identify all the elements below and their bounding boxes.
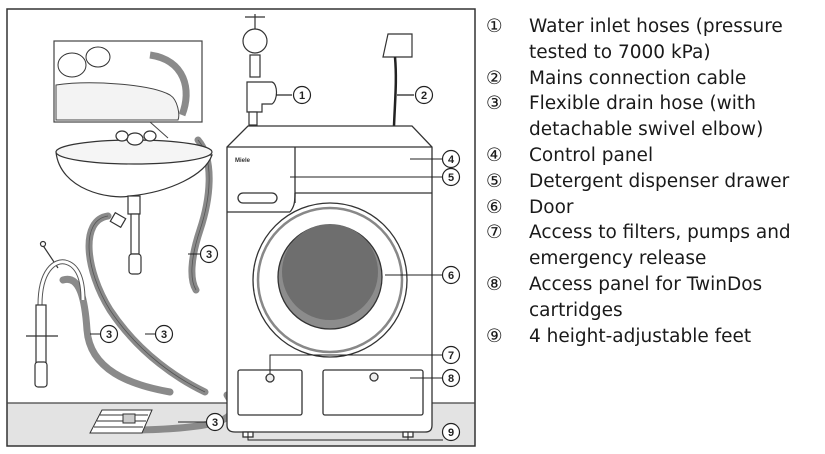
callout-3: 3 — [205, 412, 225, 432]
standpipe — [26, 240, 86, 388]
legend-item: ⑨ 4 height-adjustable feet — [486, 324, 816, 350]
callout-3: 3 — [99, 324, 119, 344]
svg-text:9: 9 — [448, 427, 454, 439]
washing-machine-diagram: Miele 1 2 3 3 3 3 4 5 6 7 8 9 — [6, 8, 476, 447]
svg-text:6: 6 — [448, 270, 454, 282]
legend-number: ⑦ — [486, 222, 503, 244]
diagram-frame — [6, 8, 476, 447]
floor-drain — [89, 409, 153, 434]
legend-text: Detergent dispenser drawer — [529, 170, 790, 192]
callout-5: 5 — [441, 167, 461, 187]
callout-8: 8 — [441, 368, 461, 388]
legend-item: ⑧ Access panel for TwinDos cartridges — [486, 272, 816, 324]
legend-text: Access to filters, pumps and emergency r… — [529, 222, 791, 270]
legend-number: ① — [486, 16, 503, 37]
callout-6: 6 — [441, 265, 461, 285]
svg-text:5: 5 — [448, 172, 454, 184]
legend-text: Water inlet hoses (pressure tested to 70… — [529, 16, 783, 63]
legend-text: Mains connection cable — [529, 67, 747, 89]
callout-4: 4 — [441, 149, 461, 169]
sink — [55, 130, 213, 275]
svg-text:7: 7 — [448, 350, 454, 362]
brand-logo: Miele — [235, 158, 251, 164]
legend-number: ⑤ — [486, 170, 503, 192]
svg-text:3: 3 — [212, 417, 218, 429]
legend-item: ⑥ Door — [486, 195, 816, 221]
legend-text: Door — [529, 196, 574, 218]
power-socket — [382, 33, 414, 127]
svg-text:2: 2 — [421, 90, 427, 102]
callout-2: 2 — [414, 85, 434, 105]
legend-item: ④ Control panel — [486, 143, 816, 169]
svg-text:8: 8 — [448, 373, 454, 385]
svg-text:3: 3 — [106, 329, 112, 341]
legend-item: ⑤ Detergent dispenser drawer — [486, 169, 816, 195]
parts-legend: ① Water inlet hoses (pressure tested to 7… — [486, 14, 816, 349]
sink-detail-inset — [53, 40, 203, 139]
svg-text:3: 3 — [206, 249, 212, 261]
legend-number: ③ — [486, 93, 503, 115]
legend-item: ⑦ Access to filters, pumps and emergency … — [486, 220, 816, 272]
detergent-drawer-handle — [237, 192, 278, 204]
callout-3: 3 — [154, 324, 174, 344]
callout-1: 1 — [292, 85, 312, 105]
legend-number: ② — [486, 67, 503, 89]
legend-item: ② Mains connection cable — [486, 66, 816, 92]
legend-text: 4 height-adjustable feet — [529, 325, 752, 347]
legend-text: Flexible drain hose (with detachable swi… — [529, 93, 764, 141]
legend-number: ⑨ — [486, 325, 503, 347]
svg-text:1: 1 — [299, 90, 305, 102]
legend-item: ① Water inlet hoses (pressure tested to 7… — [486, 14, 816, 66]
legend-text: Access panel for TwinDos cartridges — [529, 273, 763, 321]
twindos-panel — [322, 369, 424, 416]
callout-3: 3 — [199, 244, 219, 264]
legend-number: ⑧ — [486, 273, 503, 295]
svg-text:3: 3 — [161, 329, 167, 341]
svg-text:4: 4 — [448, 154, 455, 166]
legend-number: ⑥ — [486, 196, 503, 218]
water-tap — [242, 14, 292, 126]
legend-item: ③ Flexible drain hose (with detachable sw… — [486, 91, 816, 143]
callout-7: 7 — [441, 345, 461, 365]
callout-9: 9 — [441, 422, 461, 442]
washing-machine — [226, 125, 433, 438]
legend-number: ④ — [486, 144, 503, 166]
legend-text: Control panel — [529, 144, 654, 166]
